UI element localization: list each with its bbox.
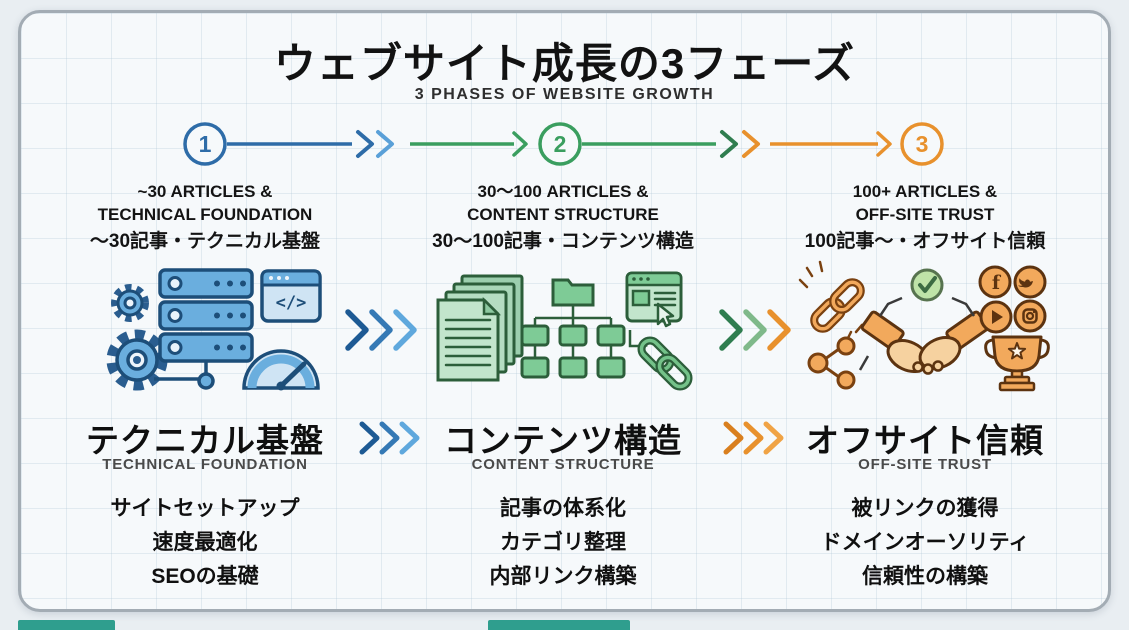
phase-1-header-line2: TECHNICAL FOUNDATION: [97, 205, 313, 224]
code-window-icon: </>: [260, 269, 322, 323]
phase-2-header-line2: CONTENT STRUCTURE: [467, 205, 659, 224]
phase-2-step-circle: 2: [538, 122, 582, 166]
phase-2-header-line1: 30〜100 ARTICLES &: [477, 182, 649, 201]
svg-text:1: 1: [199, 131, 212, 157]
connector-lines: [858, 296, 976, 371]
phase-3-bullet-list: 被リンクの獲得 ドメインオーソリティ 信頼性の構築: [748, 492, 1102, 594]
chevron-separator-icons-1: [345, 309, 417, 351]
share-network-icon: [807, 336, 856, 390]
bullet-item: 速度最適化: [152, 531, 258, 554]
handshake-icon: [860, 310, 990, 375]
phase-1-title-jp: テクニカル基盤: [86, 422, 324, 459]
bottom-accent-bar-left: [18, 620, 115, 630]
trophy-icon: [984, 335, 1050, 392]
phase-2-title-en: CONTENT STRUCTURE: [471, 456, 655, 473]
bullet-item: サイトセットアップ: [110, 497, 300, 520]
page-title: ウェブサイト成長の3フェーズ: [273, 40, 856, 87]
phase-1-step-circle: 1: [183, 122, 227, 166]
bullet-item: ドメインオーソリティ: [820, 531, 1030, 554]
phase-1-header: ~30 ARTICLES & TECHNICAL FOUNDATION 〜30記…: [30, 180, 380, 256]
chevron-separator-icons-2: [719, 309, 791, 351]
timeline-arrow-1: [227, 130, 394, 158]
chevron-separator-title-2: [723, 421, 784, 455]
server-stack-icon: [154, 268, 254, 390]
phase-1-header-line3: 〜30記事・テクニカル基盤: [89, 231, 321, 252]
svg-text:2: 2: [554, 131, 567, 157]
phase-2-header-line3: 30〜100記事・コンテンツ構造: [432, 231, 694, 252]
svg-text:f: f: [992, 272, 1002, 294]
phase-2-header: 30〜100 ARTICLES & CONTENT STRUCTURE 30〜1…: [388, 180, 738, 256]
phase-3-header-line3: 100記事〜・オフサイト信頼: [804, 231, 1046, 252]
sitemap-icon: [520, 278, 626, 379]
phase-2-icon-cluster: [436, 271, 693, 391]
phase-3-title-jp: オフサイト信頼: [806, 422, 1044, 459]
phase-1-bullet-list: サイトセットアップ 速度最適化 SEOの基礎: [30, 492, 380, 594]
phase-3-step-circle: 3: [900, 122, 944, 166]
page-subtitle: 3 PHASES OF WEBSITE GROWTH: [414, 86, 715, 103]
phase-3-header: 100+ ARTICLES & OFF-SITE TRUST 100記事〜・オフ…: [748, 180, 1102, 256]
phase-3-header-line2: OFF-SITE TRUST: [855, 205, 995, 224]
phase-2-bullet-list: 記事の体系化 カテゴリ整理 内部リンク構築: [388, 492, 738, 594]
network-node-icon: [197, 372, 215, 390]
bullet-item: 信頼性の構築: [862, 565, 988, 588]
bullet-item: 被リンクの獲得: [851, 497, 999, 520]
timeline-arrow-2: [410, 130, 760, 158]
svg-text:</>: </>: [276, 293, 307, 313]
speedometer-icon: [242, 349, 320, 391]
phase-1-icon-cluster: </>: [106, 268, 322, 391]
infographic-card: [18, 10, 1111, 612]
browser-cursor-icon: [625, 271, 683, 328]
bullet-item: 記事の体系化: [500, 497, 626, 520]
gear-icon: [111, 284, 149, 322]
chain-link-icon: [637, 336, 693, 391]
document-stack-icon: [436, 274, 524, 382]
bullet-item: 内部リンク構築: [489, 565, 637, 588]
phase-3-header-line1: 100+ ARTICLES &: [852, 182, 998, 201]
backlink-chain-icon: [798, 260, 865, 342]
phase-3-icon-cluster: f: [798, 260, 1050, 392]
bullet-item: SEOの基礎: [151, 565, 259, 588]
phase-3-title-en: OFF-SITE TRUST: [858, 456, 992, 473]
timeline-arrow-3: [770, 131, 892, 157]
svg-text:3: 3: [916, 131, 929, 157]
bottom-accent-bar-center: [488, 620, 630, 630]
chevron-separator-title-1: [359, 421, 420, 455]
bullet-item: カテゴリ整理: [500, 531, 626, 554]
phase-timeline: 1 2 3: [183, 122, 944, 166]
facebook-icon: f: [978, 265, 1012, 299]
phase-1-title-en: TECHNICAL FOUNDATION: [102, 456, 308, 473]
instagram-icon: [1013, 299, 1047, 333]
social-media-icons: f: [978, 265, 1047, 334]
cursor-arrow-icon: [656, 302, 675, 328]
check-circle-icon: [910, 268, 944, 302]
twitter-icon: [1013, 265, 1047, 299]
phase-1-header-line1: ~30 ARTICLES &: [137, 182, 273, 201]
play-icon: [979, 300, 1013, 334]
phase-2-title-jp: コンテンツ構造: [444, 422, 682, 459]
